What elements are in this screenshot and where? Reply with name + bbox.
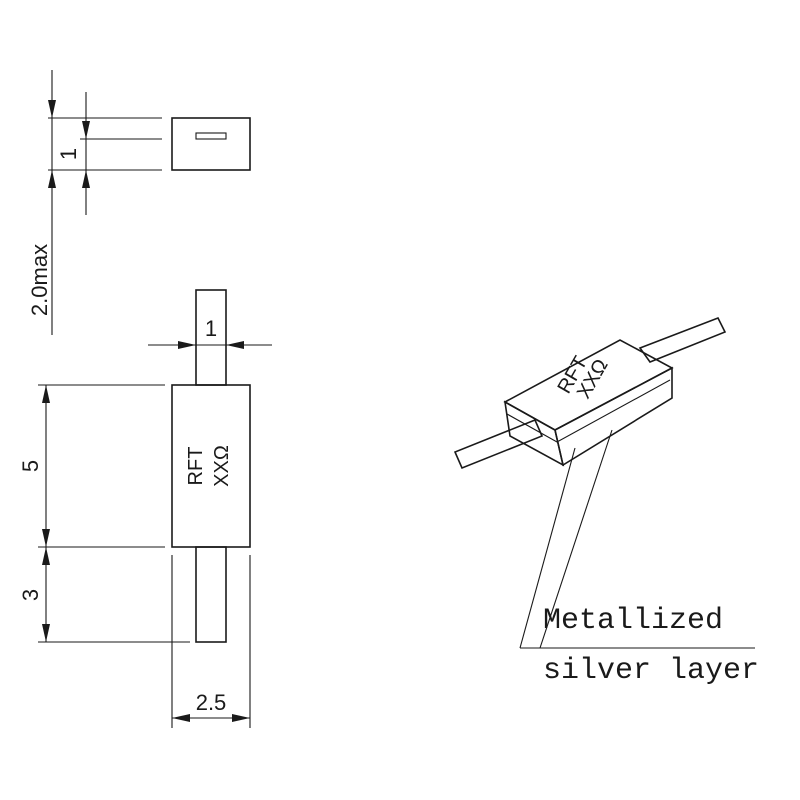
side-view: 1 2.0max [27,70,251,335]
iso-lower-lead [453,418,544,470]
front-view: 1 5 3 2.5 RFT XXΩ [18,289,272,728]
callout-leader-1 [519,447,576,649]
iso-upper-lead [638,316,727,363]
bottom-lead [195,546,227,643]
body-marking-line2: XXΩ [211,445,233,487]
side-view-body [171,117,251,171]
isometric-view: RFT XXΩ Metallized silver layer [453,316,759,688]
callout-leader-2 [539,429,613,649]
body-marking-line1: RFT [185,447,207,486]
callout-text-line2: silver layer [543,654,759,688]
side-view-lead [195,132,227,140]
callout-text-line1: Metallized [543,604,723,638]
metallized-layer-line [506,379,671,443]
body-length-label: 5 [18,460,43,472]
lead-thickness-label: 1 [56,148,81,160]
iso-body-end [503,400,565,467]
lead-length-label: 3 [18,589,43,601]
body-width-label: 2.5 [196,690,227,715]
overall-thickness-label: 2.0max [27,244,52,316]
lead-width-label: 1 [205,316,217,341]
